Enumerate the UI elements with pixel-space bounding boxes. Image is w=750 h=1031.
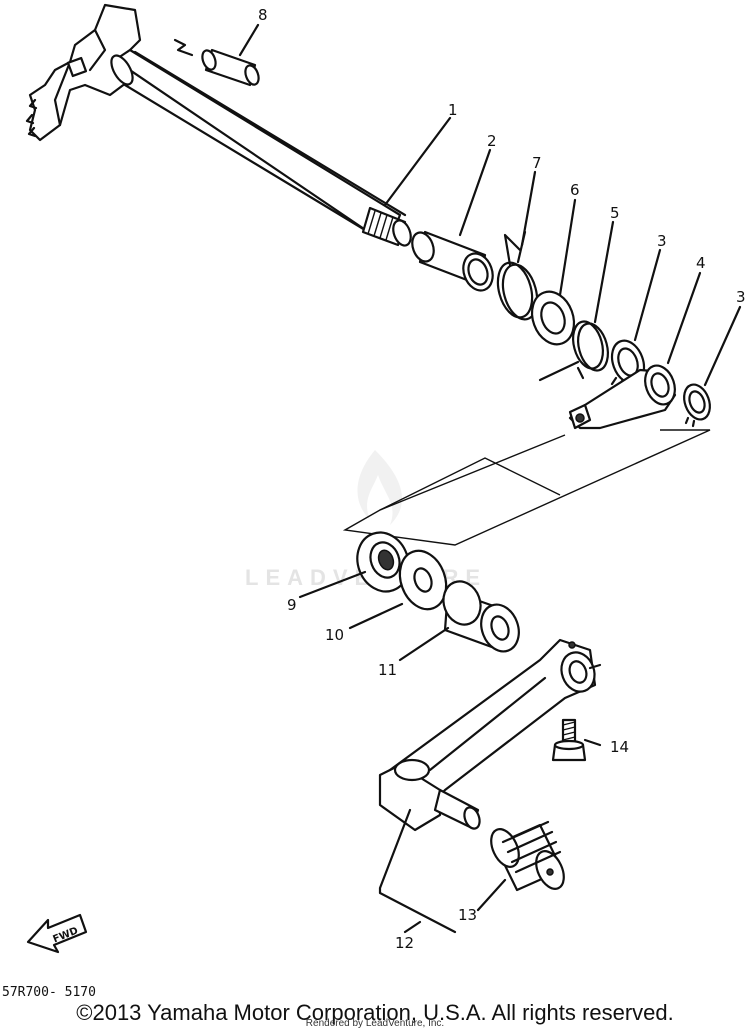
copyright: ©2013 Yamaha Motor Corporation, U.S.A. A… — [76, 1000, 674, 1025]
callout-8: 8 — [258, 6, 268, 24]
callout-3a: 3 — [657, 232, 667, 250]
leader-lines — [238, 23, 742, 934]
torsion-spring-part — [496, 230, 539, 321]
callout-4: 4 — [696, 254, 706, 272]
bearing-part — [356, 531, 410, 593]
spring-5-part — [538, 320, 609, 382]
callout-2: 2 — [487, 132, 497, 150]
watermark-flame-icon — [357, 450, 402, 525]
washer-6-part — [530, 290, 576, 346]
washer-10-part — [398, 549, 448, 611]
circlip-3b-part — [683, 383, 711, 428]
shaft-spline — [361, 206, 412, 247]
bolt-part — [551, 718, 587, 762]
collar-part — [411, 230, 494, 292]
assembly-outline — [342, 429, 711, 546]
callout-10: 10 — [325, 626, 344, 644]
fwd-arrow-icon: FWD — [26, 913, 88, 954]
callout-3b: 3 — [736, 288, 746, 306]
shift-shaft-part — [25, 3, 412, 247]
callout-7: 7 — [532, 154, 542, 172]
callout-5: 5 — [610, 204, 620, 222]
callout-11: 11 — [378, 661, 397, 679]
shift-arm-part — [568, 364, 677, 430]
callout-12: 12 — [395, 934, 414, 952]
assembly-outline-2 — [379, 457, 561, 511]
shift-pedal-part — [378, 638, 602, 832]
callout-6: 6 — [570, 181, 580, 199]
callout-1: 1 — [448, 101, 458, 119]
rendered-by-credit: Rendered by LeadVenture, Inc. — [305, 1018, 445, 1029]
part-code: 57R700- 5170 — [2, 985, 96, 1000]
pedal-rubber-part — [490, 820, 565, 892]
callout-9: 9 — [287, 596, 297, 614]
pin-part — [173, 38, 260, 87]
collar-11-part — [442, 580, 520, 653]
callout-13: 13 — [458, 906, 477, 924]
callout-14: 14 — [610, 738, 629, 756]
